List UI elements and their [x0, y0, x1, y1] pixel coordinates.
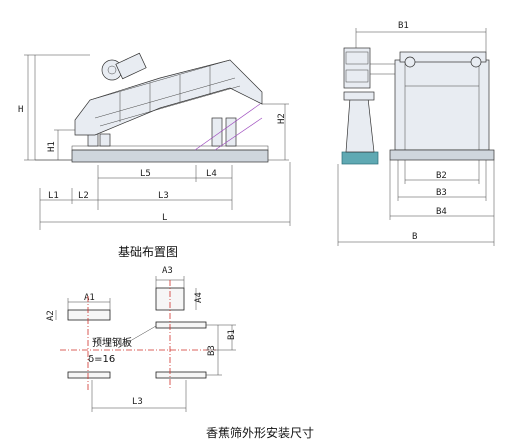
dim-H1: H1: [47, 141, 57, 152]
dim-L2: L2: [78, 191, 89, 201]
plate-bottom-right: [155, 371, 207, 379]
pedestal: [345, 97, 375, 153]
dim-L4: L4: [206, 169, 217, 179]
dim-A4: A4: [194, 292, 204, 303]
dim-L5: L5: [140, 169, 151, 179]
dim-L1: L1: [48, 191, 59, 201]
dim-H: H: [18, 105, 23, 115]
plan-title: 基础布置图: [118, 245, 178, 259]
plan-dim-L3: L3: [132, 397, 143, 407]
side-base-top: [71, 145, 269, 151]
spring-guide-line: [194, 103, 261, 151]
side-view: H H1 H2 L5 L4 L1 L2 L3: [18, 52, 291, 230]
dim-B1: B1: [398, 21, 409, 31]
dim-A1: A1: [84, 293, 95, 303]
foundation-block: [341, 151, 379, 165]
drive-unit: [343, 47, 371, 89]
dim-B3: B3: [436, 188, 447, 198]
end-base: [389, 149, 495, 161]
dim-A2: A2: [46, 310, 56, 321]
plate-bottom-left: [67, 371, 111, 379]
plan-dim-B3: B3: [207, 345, 217, 356]
dim-L3: L3: [158, 191, 169, 201]
dim-L: L: [162, 213, 167, 223]
dim-B4: B4: [436, 207, 447, 217]
plate-a1: [67, 309, 111, 321]
plan-dim-B1: B1: [227, 329, 237, 340]
plate-note: 预埋钢板: [92, 336, 132, 349]
dim-B2: B2: [436, 171, 447, 181]
side-dimensions: H H1 H2 L5 L4 L1 L2 L3: [18, 54, 291, 230]
motor: [115, 52, 147, 80]
drawing-caption: 香蕉筛外形安装尺寸: [206, 425, 314, 440]
dim-H2: H2: [277, 113, 287, 124]
end-dimensions: B1 B2 B3 B4 B: [337, 21, 495, 246]
screen-body: [394, 59, 490, 151]
thickness-note: δ=16: [88, 354, 115, 365]
top-beam: [399, 51, 487, 63]
side-braces: [119, 66, 211, 122]
dim-A3: A3: [162, 266, 173, 276]
springs-right: [211, 117, 237, 147]
end-view: B1 B2 B3 B4 B: [337, 21, 495, 246]
springs-left: [87, 133, 111, 147]
plate-mid-right: [155, 321, 207, 329]
side-base-frame: [71, 149, 269, 163]
foundation-plan: A1 A2 A3 A4 预埋钢板 δ=16 B1 B3: [46, 266, 237, 412]
dim-B: B: [412, 232, 417, 242]
